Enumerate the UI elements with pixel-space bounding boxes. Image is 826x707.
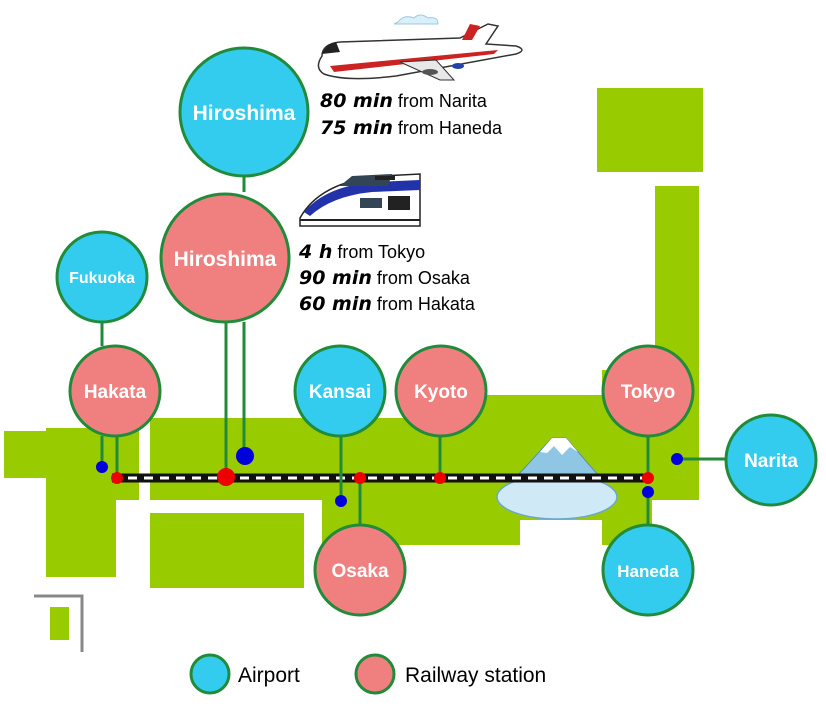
airport-haneda-label: Haneda [617, 562, 679, 581]
bullet-train-icon [299, 173, 421, 227]
airport-dot-narita [671, 453, 683, 465]
flight-times: 80 min from Narita 75 min from Haneda [320, 90, 503, 139]
airport-narita-label: Narita [744, 451, 798, 472]
station-osaka-label: Osaka [331, 561, 388, 582]
airport-kansai-label: Kansai [309, 382, 371, 403]
flight-time-narita: 80 min from Narita [320, 90, 488, 112]
train-time-osaka: 90 min from Osaka [299, 267, 471, 289]
station-osaka[interactable]: Osaka [313, 523, 407, 617]
station-kyoto[interactable]: Kyoto [394, 344, 488, 438]
station-dot-kyoto [434, 472, 446, 484]
airport-fukuoka[interactable]: Fukuoka [55, 230, 149, 324]
airport-fukuoka-label: Fukuoka [69, 270, 135, 287]
station-kyoto-label: Kyoto [414, 382, 468, 403]
train-times: 4 h from Tokyo 90 min from Osaka 60 min … [298, 241, 476, 315]
station-tokyo[interactable]: Tokyo [601, 344, 695, 438]
land-hokkaido [597, 88, 703, 172]
train-time-hakata: 60 min from Hakata [299, 293, 476, 315]
legend-station-label: Railway station [405, 664, 546, 687]
inset-frame [34, 594, 84, 652]
station-hakata-label: Hakata [84, 382, 147, 403]
airport-hiroshima[interactable]: Hiroshima [178, 46, 310, 178]
train-time-tokyo: 4 h from Tokyo [298, 241, 425, 263]
land-shikoku [150, 513, 304, 588]
land-honshu-main [150, 395, 602, 545]
airplane-icon [317, 14, 523, 81]
connector-lines [100, 176, 726, 527]
station-dot-hakata [111, 472, 123, 484]
station-dot-osaka [354, 472, 366, 484]
airport-narita[interactable]: Narita [724, 413, 818, 507]
airport-dot-fukuoka [96, 461, 108, 473]
airport-haneda[interactable]: Haneda [601, 523, 695, 617]
land-okinawa [50, 607, 69, 640]
airport-dot-haneda [642, 486, 654, 498]
flight-time-haneda: 75 min from Haneda [320, 117, 503, 139]
station-hiroshima-label: Hiroshima [174, 248, 277, 271]
station-hakata[interactable]: Hakata [68, 344, 162, 438]
land-kyushu [4, 428, 139, 577]
mount-fuji-icon [496, 437, 618, 520]
station-dot-hiroshima [217, 468, 235, 486]
legend: Airport Railway station [189, 653, 546, 695]
station-tokyo-label: Tokyo [621, 382, 676, 403]
airport-kansai[interactable]: Kansai [293, 344, 387, 438]
station-dot-tokyo [642, 472, 654, 484]
airport-dot-kansai [335, 495, 347, 507]
airport-hiroshima-label: Hiroshima [193, 102, 296, 125]
station-hiroshima[interactable]: Hiroshima [159, 192, 291, 324]
map-dots [96, 447, 683, 507]
legend-station-swatch [354, 653, 396, 695]
airport-dot-hiroshima [236, 447, 254, 465]
legend-airport-swatch [189, 653, 231, 695]
legend-airport-label: Airport [238, 664, 300, 687]
